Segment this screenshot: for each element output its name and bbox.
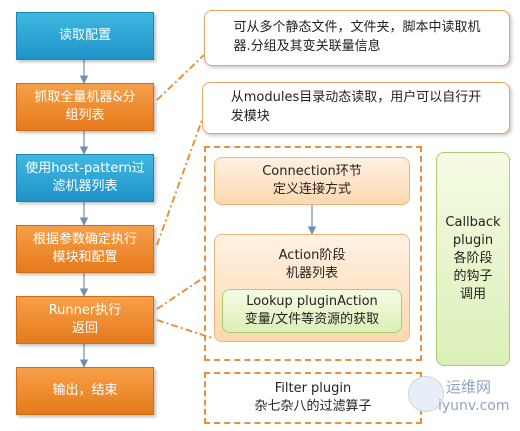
connector-step2-inventory-note <box>156 54 205 101</box>
watermark-logo-icon <box>408 376 444 412</box>
flow-step-runner: Runner执行 返回 <box>16 296 154 344</box>
connector-step5-runner-frame <box>156 275 207 310</box>
flow-step-output: 输出，结束 <box>16 367 154 415</box>
callback-plugin-box: Callback plugin 各阶段 的钩子 调用 <box>436 152 510 366</box>
flow-step-read-config: 读取配置 <box>16 12 154 60</box>
watermark-url: iyunv.com <box>438 398 510 414</box>
inventory-note: 可从多个静态文件，文件夹，脚本中读取机 器.分组及其变关联量信息 <box>204 10 510 66</box>
callout-connectors <box>156 54 213 339</box>
flow-step-select-module: 根据参数确定执行 模块和配置 <box>16 225 154 273</box>
connection-stage-box: Connection环节 定义连接方式 <box>214 157 410 205</box>
connector-step4-modules-note <box>156 119 203 246</box>
flow-step-fetch-inventory: 抓取全量机器&分 组列表 <box>16 83 154 131</box>
modules-note: 从modules目录动态读取，用户可以自行开 发模块 <box>202 82 510 134</box>
flow-step-host-pattern: 使用host-pattern过 滤机器列表 <box>16 154 154 202</box>
filter-plugin-label: Filter plugin 杂七杂八的过滤算子 <box>254 380 372 414</box>
connector-step5-filter <box>156 319 213 339</box>
flow-arrows <box>79 60 317 368</box>
lookup-plugin-box: Lookup pluginAction 变量/文件等资源的获取 <box>222 289 402 333</box>
runner-frame <box>204 146 422 361</box>
watermark-name: 运维网 <box>446 378 492 396</box>
